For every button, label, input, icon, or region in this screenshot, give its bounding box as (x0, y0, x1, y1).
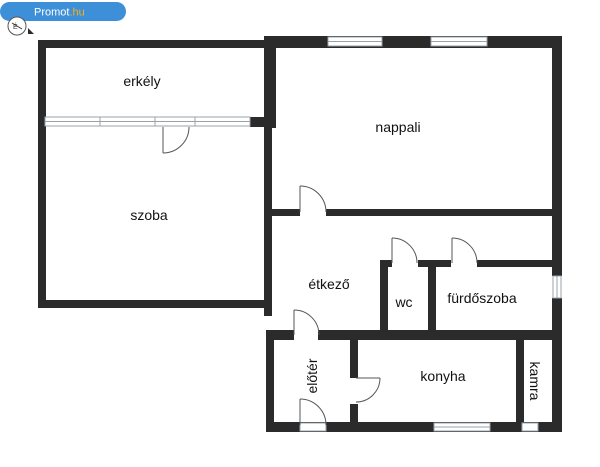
room-label-erkely: erkély (123, 73, 160, 89)
door-etkezo (293, 309, 320, 336)
door-wc (391, 237, 418, 264)
room-label-nappali: nappali (375, 119, 420, 135)
room-labels: erkély nappali szoba étkező wc fürdőszob… (123, 73, 543, 401)
brand-suffix: .hu (69, 7, 84, 19)
room-label-furdoszoba: fürdőszoba (447, 290, 516, 306)
room-label-wc: wc (394, 294, 412, 310)
room-label-szoba: szoba (130, 207, 168, 223)
door-konyha (355, 377, 381, 403)
room-label-eloter: előtér (304, 358, 320, 393)
windows (44, 36, 562, 432)
walls (38, 36, 562, 432)
svg-text:Promot.hu: Promot.hu (34, 7, 85, 19)
room-label-kamra: kamra (527, 362, 543, 401)
doors (162, 126, 478, 426)
window-eloter (299, 422, 327, 432)
brand-name: Promot (34, 7, 69, 19)
window-kamra (521, 422, 539, 432)
door-furdoszoba (451, 237, 478, 264)
brand-badge[interactable]: Promot.hu (0, 2, 126, 21)
room-label-etkezo: étkező (308, 276, 349, 292)
door-erkely-szoba (162, 126, 190, 154)
room-label-konyha: konyha (420, 368, 465, 384)
door-eloter (299, 398, 327, 426)
compass-letter: É (13, 22, 18, 31)
compass-icon: É (7, 16, 34, 36)
door-nappali (299, 185, 327, 213)
